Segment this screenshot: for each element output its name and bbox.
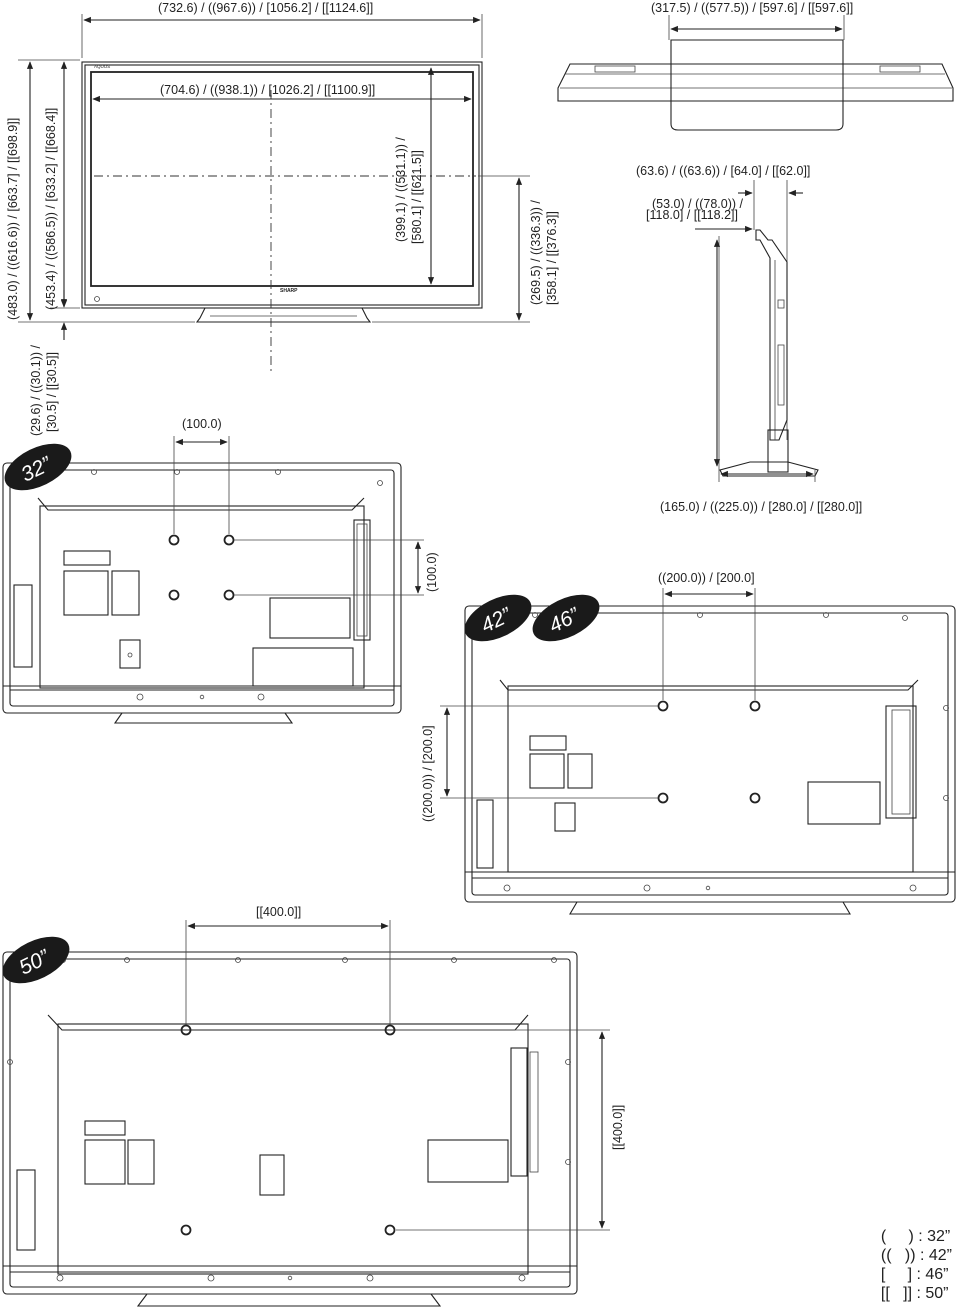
vesa-hole	[384, 1224, 396, 1236]
front-outer-height-label: (483.0) / ((616.6)) / [663.7] / [[698.9]…	[6, 118, 20, 320]
rear-view-32: (100.0) (100.0) 32”	[2, 417, 439, 724]
rear42-vesa-h-label: ((200.0)) / [200.0]	[658, 571, 755, 585]
size-badge-50: 50”	[2, 936, 70, 984]
side-depth-body-label-2: [118.0] / [[118.2]]	[646, 208, 738, 222]
size-badge-46: 46”	[532, 594, 600, 642]
legend-item: (( )) : 42”	[880, 1247, 952, 1264]
side-depth-body-label-1: (53.0) / ((78.0)) /	[652, 197, 744, 211]
rear42-vesa-v-label: ((200.0)) / [200.0]	[421, 725, 435, 822]
rear-view-42-46: ((200.0)) / [200.0] ((200.0)) / [200.0] …	[421, 571, 956, 915]
screw-holes	[7, 957, 571, 1282]
top-view: (317.5) / ((577.5)) / [597.6] / [[597.6]…	[557, 1, 954, 131]
side-depth-total-label: (63.6) / ((63.6)) / [64.0] / [[62.0]]	[636, 164, 810, 178]
vesa-hole	[749, 700, 761, 712]
legend-item: [[ ]] : 50”	[880, 1285, 949, 1302]
vesa-hole	[749, 792, 761, 804]
vesa-hole	[657, 792, 669, 804]
front-view: AQUOS SHARP (732.6) / ((967.6)) / [1056.…	[6, 1, 559, 436]
front-screen-width-label: (704.6) / ((938.1)) / [1026.2] / [[1100.…	[160, 83, 375, 97]
screw-holes	[91, 469, 383, 701]
side-stand-depth-label: (165.0) / ((225.0)) / [280.0] / [[280.0]…	[660, 500, 862, 514]
side-view: (63.6) / ((63.6)) / [64.0] / [[62.0]] (5…	[636, 164, 862, 514]
vesa-hole	[657, 700, 669, 712]
legend-item: ( ) : 32”	[880, 1228, 951, 1245]
vesa-hole	[180, 1224, 192, 1236]
size-badge-42: 42”	[464, 594, 532, 642]
power-led	[94, 296, 100, 302]
legend-item: [ ] : 46”	[880, 1266, 949, 1283]
vesa-hole	[223, 589, 235, 601]
front-screen-height-label-2: [580.1] / [[621.5]]	[410, 150, 424, 244]
vesa-hole	[384, 1024, 396, 1036]
screw-holes	[503, 612, 949, 892]
vesa-hole	[180, 1024, 192, 1036]
front-body-height-label: (453.4) / ((586.5)) / [633.2] / [[668.4]…	[44, 108, 58, 310]
front-base-offset-label-2: [30.5] / [[30.5]]	[45, 352, 59, 432]
front-base-offset-label-1: (29.6) / ((30.1)) /	[29, 344, 43, 436]
bracket-legend: ( ) : 32” (( )) : 42” [ ] : 46” [[ ]] : …	[881, 1227, 952, 1303]
vesa-hole	[223, 534, 235, 546]
rear50-vesa-v-label: [[400.0]]	[611, 1105, 625, 1150]
front-screen-height-label-1: (399.1) / ((531.1)) /	[394, 137, 408, 242]
sharp-logo: SHARP	[280, 288, 298, 294]
rear32-vesa-v-label: (100.0)	[425, 552, 439, 592]
vesa-hole	[168, 589, 180, 601]
front-center-height-label-1: (269.5) / ((336.3)) /	[529, 200, 543, 305]
rear32-vesa-h-label: (100.0)	[182, 417, 222, 431]
front-outer-width-label: (732.6) / ((967.6)) / [1056.2] / [[1124.…	[158, 1, 373, 15]
rear50-vesa-h-label: [[400.0]]	[256, 905, 301, 919]
rear-view-50: [[400.0]] [[400.0]] 50”	[2, 905, 625, 1307]
size-badge-32: 32”	[4, 443, 72, 491]
top-stand-width-label: (317.5) / ((577.5)) / [597.6] / [[597.6]…	[651, 1, 853, 15]
aquos-logo: AQUOS	[94, 64, 110, 69]
front-center-height-label-2: [358.1] / [[376.3]]	[545, 211, 559, 305]
vesa-hole	[168, 534, 180, 546]
